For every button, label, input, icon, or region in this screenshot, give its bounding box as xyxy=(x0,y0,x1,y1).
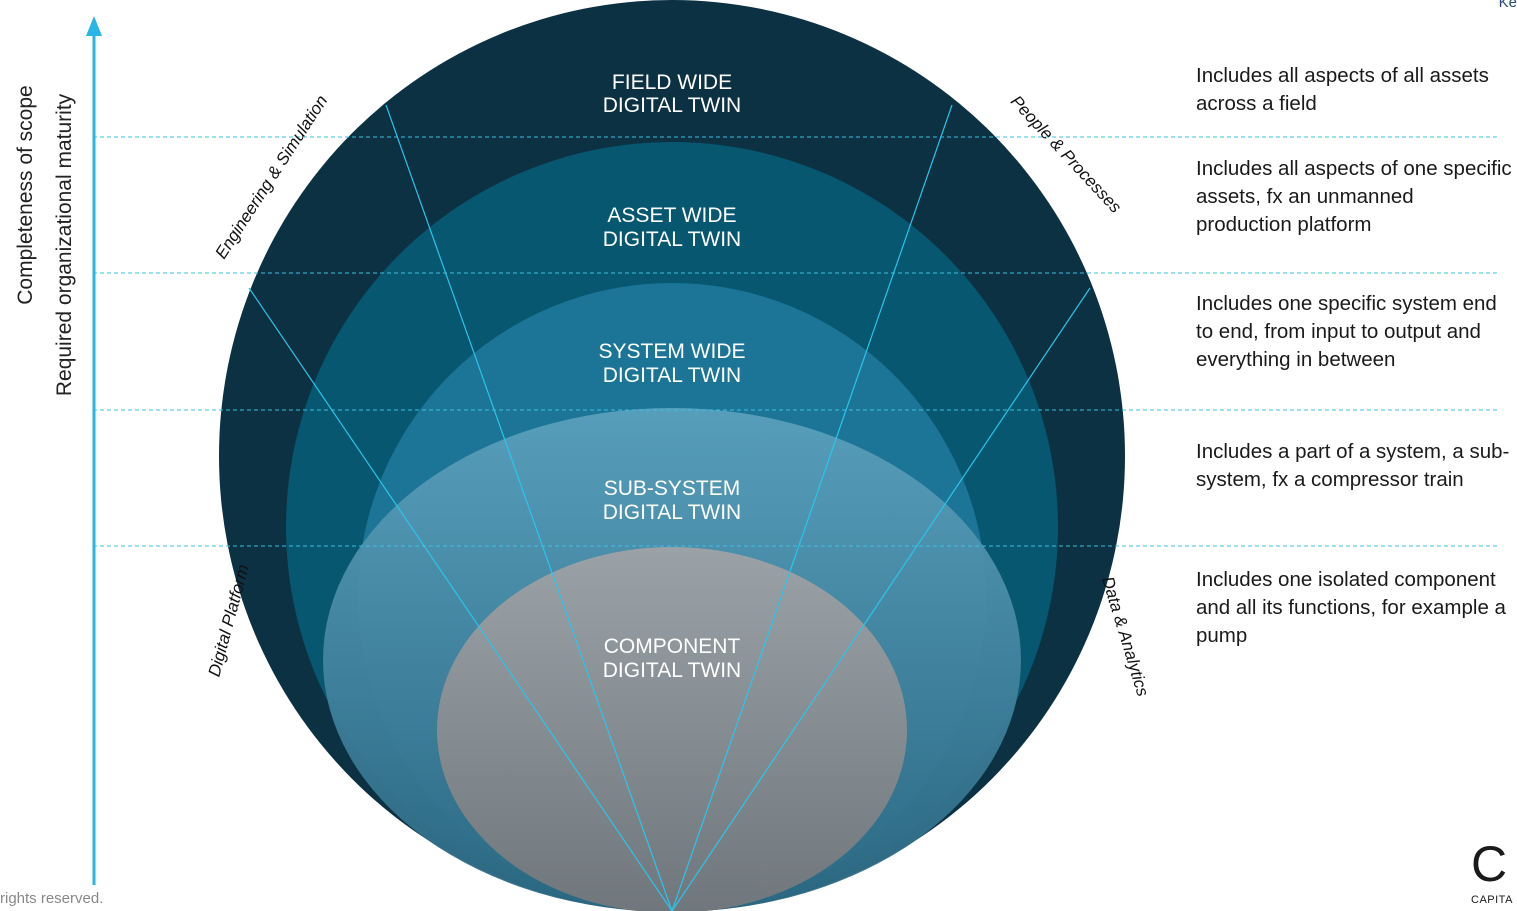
level-label-component-sub: DIGITAL TWIN xyxy=(603,659,741,682)
corner-text: Ke xyxy=(1498,0,1517,11)
scope-axis-arrowhead xyxy=(86,16,102,36)
component-circle xyxy=(437,547,907,911)
level-label-system-sub: DIGITAL TWIN xyxy=(603,364,741,387)
logo-subtext: CAPITA xyxy=(1471,894,1513,906)
description-system: Includes one specific system end to end,… xyxy=(1196,292,1497,371)
company-logo: C CAPITA xyxy=(1467,838,1517,911)
level-label-system: SYSTEM WIDE xyxy=(598,340,745,363)
logo-mark: C xyxy=(1471,838,1508,892)
pillar-label-platform: Digital Platform xyxy=(205,562,253,678)
level-label-field: FIELD WIDE xyxy=(612,71,732,94)
pillar-lines xyxy=(248,104,1091,911)
level-label-subsystem: SUB-SYSTEM xyxy=(604,477,741,500)
description-field: Includes all aspects of all assets acros… xyxy=(1196,64,1489,115)
description-asset: Includes all aspects of one specific ass… xyxy=(1196,157,1512,236)
description-subsystem: Includes a part of a system, a sub-syste… xyxy=(1196,440,1510,491)
level-label-asset: ASSET WIDE xyxy=(607,204,736,227)
axis-label-scope: Completeness of scope xyxy=(14,85,37,304)
description-component: Includes one isolated component and all … xyxy=(1196,568,1506,647)
level-label-component: COMPONENT xyxy=(604,635,741,658)
copyright-footer: rights reserved. xyxy=(0,890,104,907)
level-label-field-sub: DIGITAL TWIN xyxy=(603,94,741,117)
axis-label-maturity: Required organizational maturity xyxy=(53,93,76,396)
level-separators xyxy=(93,136,1500,547)
level-label-subsystem-sub: DIGITAL TWIN xyxy=(603,501,741,524)
level-label-asset-sub: DIGITAL TWIN xyxy=(603,228,741,251)
pillar-label-data: Data & Analytics xyxy=(1098,574,1153,699)
